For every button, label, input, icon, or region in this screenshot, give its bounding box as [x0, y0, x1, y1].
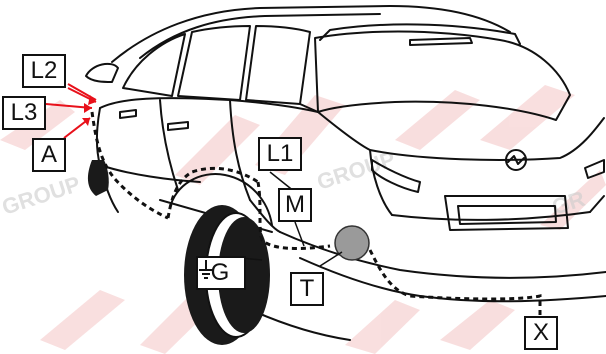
label-L1: L1 — [258, 137, 302, 171]
car-body — [85, 5, 606, 341]
label-M: M — [278, 188, 312, 222]
front-mudflap — [87, 160, 109, 196]
label-T: T — [290, 272, 324, 306]
label-L3: L3 — [2, 96, 46, 130]
svg-text:GROUP: GROUP — [0, 171, 83, 220]
label-A: A — [32, 138, 66, 172]
tow-socket — [334, 225, 370, 261]
label-L2: L2 — [22, 54, 66, 88]
wiring-harness — [90, 111, 542, 318]
label-G: G — [196, 256, 246, 290]
label-X: X — [524, 316, 558, 350]
pointer-arrows — [82, 95, 96, 126]
